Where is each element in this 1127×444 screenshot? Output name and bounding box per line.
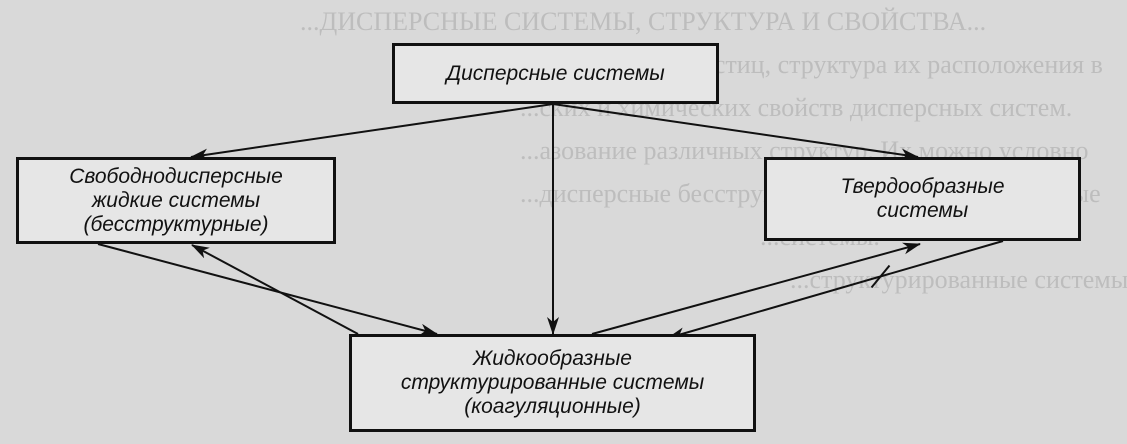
background-line: ...ДИСПЕРСНЫЕ СИСТЕМЫ, СТРУКТУРА И СВОЙС… bbox=[300, 7, 987, 36]
blocked-transition-mark bbox=[870, 264, 891, 289]
node-solid-like-systems: Твердообразные системы bbox=[764, 157, 1081, 241]
node-disperse-systems: Дисперсные системы bbox=[392, 43, 719, 104]
edge-solid-to-liquid bbox=[667, 240, 1004, 340]
node-liquid-like-structured-systems: Жидкообразные структурированные системы … bbox=[349, 334, 756, 432]
node-label: Твердообразные системы bbox=[840, 175, 1005, 222]
background-line: ...структурированные системы bbox=[790, 265, 1127, 294]
node-label: Свободнодисперсные жидкие системы (бесст… bbox=[69, 164, 283, 236]
node-free-disperse-liquid-systems: Свободнодисперсные жидкие системы (бесст… bbox=[16, 157, 336, 244]
edge-free-to-liquid bbox=[97, 243, 438, 336]
edge-liquid-to-solid bbox=[591, 242, 921, 335]
edge-root-to-free bbox=[190, 103, 554, 161]
edge-liquid-to-free bbox=[191, 244, 359, 335]
node-label: Дисперсные системы bbox=[446, 61, 665, 85]
edge-root-to-solid bbox=[552, 103, 919, 161]
node-label: Жидкообразные структурированные системы … bbox=[400, 347, 705, 418]
